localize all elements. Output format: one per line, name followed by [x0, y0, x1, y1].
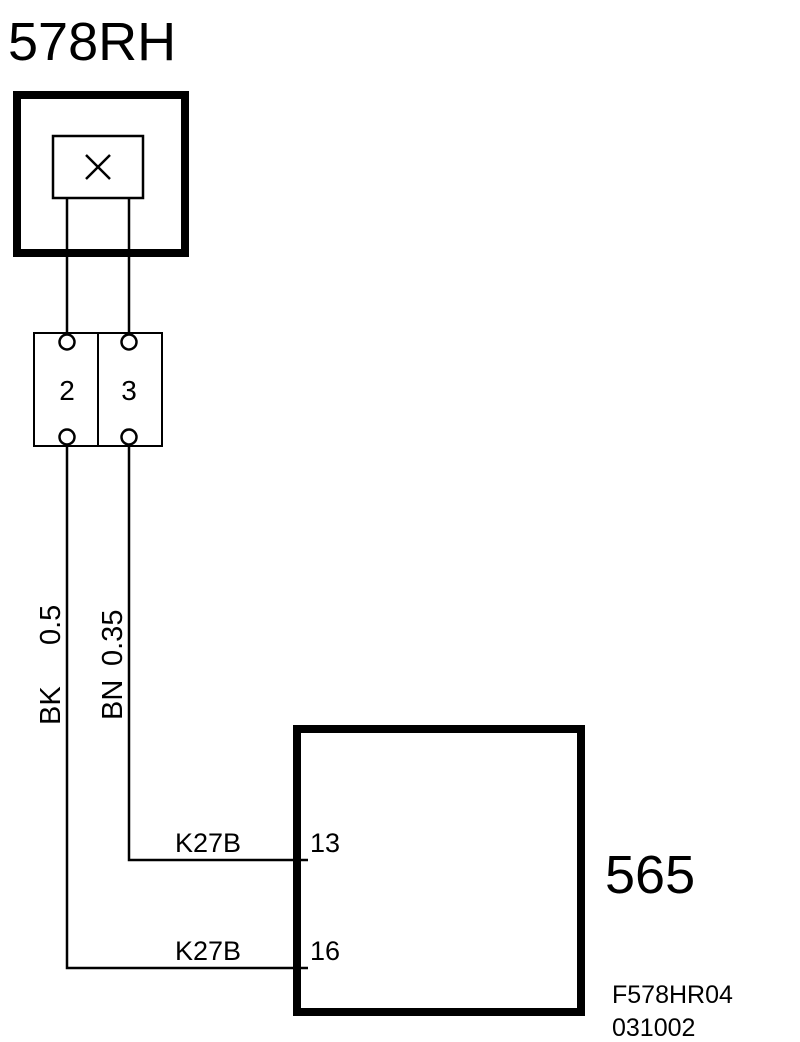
- pin-label-16: 16: [310, 936, 340, 966]
- circuit-label-k27b-13: K27B: [175, 828, 241, 858]
- circuit-label-k27b-16: K27B: [175, 936, 241, 966]
- wire-bn-label: BN 0.35: [97, 610, 129, 720]
- wire-bk-size: 0.5: [35, 605, 67, 645]
- component-565-label: 565: [605, 845, 695, 905]
- component-578rh-label: 578RH: [8, 12, 176, 72]
- pin-label-13: 13: [310, 828, 340, 858]
- wire-bn-color: BN: [97, 680, 129, 720]
- inline-connector: [33, 332, 163, 447]
- wire-bn-size: 0.35: [97, 610, 129, 666]
- wire-bk-color: BK: [35, 686, 67, 725]
- component-578rh-element: [51, 134, 145, 200]
- wire-bn: [127, 445, 308, 862]
- wire-bk: [65, 445, 308, 970]
- connector-cavity-2: 2: [59, 375, 75, 406]
- connector-cavity-3: 3: [121, 375, 137, 406]
- x-icon: [85, 154, 111, 180]
- drawing-date: 031002: [612, 1014, 695, 1042]
- component-565-outline: [293, 725, 585, 1016]
- component-578rh-outline: [13, 91, 189, 257]
- wire-bk-label: BK 0.5: [35, 605, 67, 725]
- drawing-code: F578HR04: [612, 981, 733, 1009]
